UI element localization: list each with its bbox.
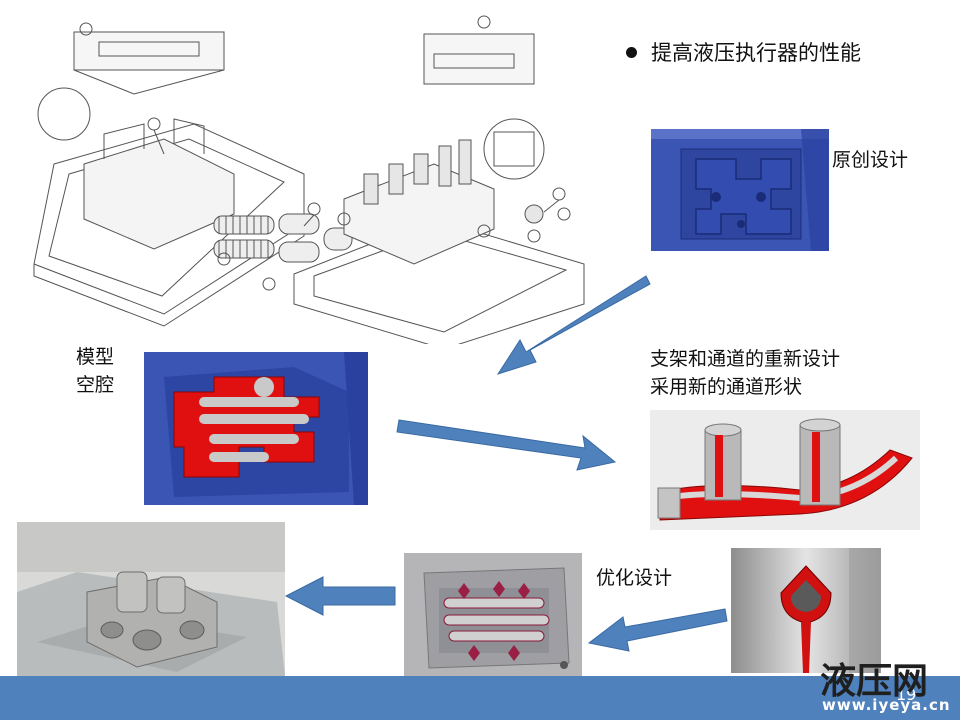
watermark-url: www.iyeya.cn <box>822 696 951 714</box>
redesign-label-line2: 采用新的通道形状 <box>650 376 803 398</box>
original-design-label: 原创设计 <box>832 149 909 171</box>
slide-title: 提高液压执行器的性能 <box>626 36 861 68</box>
bullet-icon <box>626 46 637 58</box>
channel-shape-image <box>731 548 881 673</box>
printed-part-photo <box>17 522 285 676</box>
arrow-to-optimized-icon <box>587 608 728 652</box>
redesigned-channels-image <box>650 410 920 530</box>
exploded-drawing-image <box>14 14 604 344</box>
redesign-label-line1: 支架和通道的重新设计 <box>650 348 841 370</box>
original-design-image <box>651 129 829 251</box>
arrow-to-redesign-icon <box>396 419 617 471</box>
optimized-design-label: 优化设计 <box>596 567 673 589</box>
footer-bar <box>0 676 960 720</box>
arrow-to-mold-icon <box>496 275 651 375</box>
optimized-design-image <box>404 553 582 677</box>
page-number: 19 <box>896 685 917 704</box>
watermark-logo: 液压网 www.iyeya.cn <box>814 652 956 718</box>
title-text: 提高液压执行器的性能 <box>651 41 861 65</box>
watermark-brand: 液压网 <box>820 660 929 702</box>
mold-label-line1: 模型 <box>76 346 115 368</box>
arrow-to-printed-icon <box>284 576 396 616</box>
mold-cavity-image <box>144 352 368 505</box>
mold-label-line2: 空腔 <box>76 374 115 396</box>
